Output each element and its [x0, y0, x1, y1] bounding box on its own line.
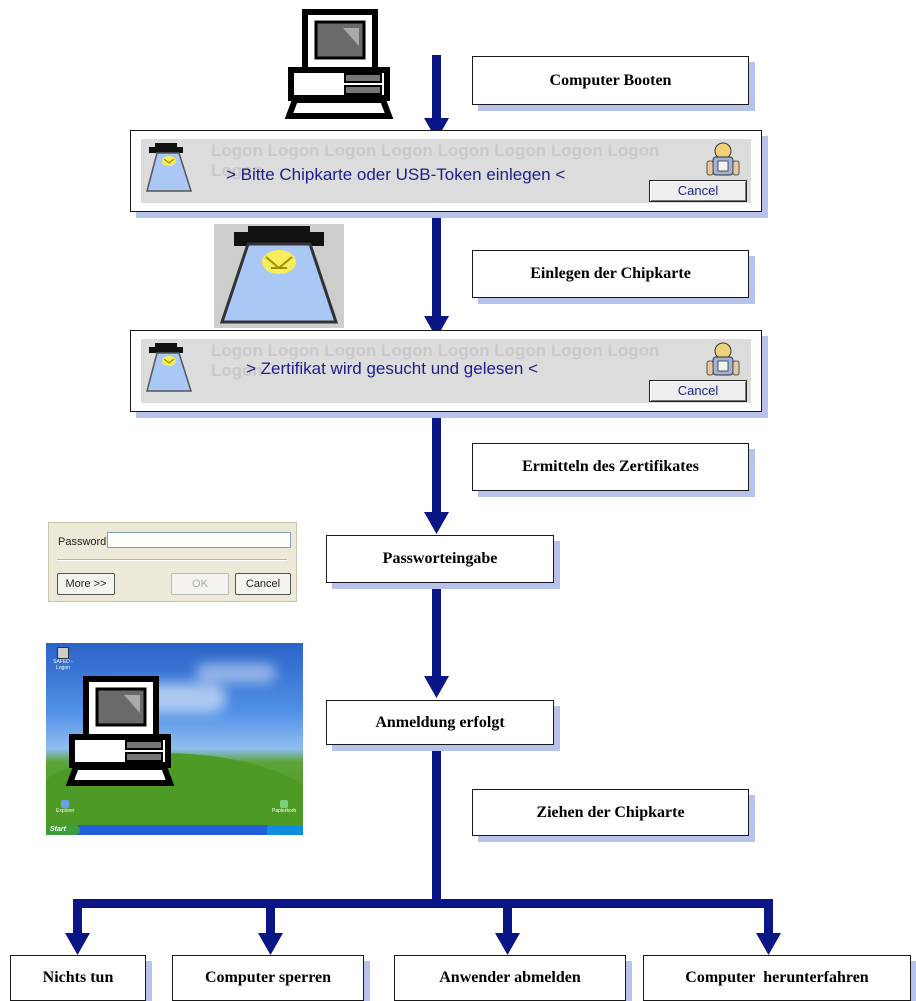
arrowhead-password: [424, 676, 449, 698]
wizard-icon: [706, 142, 740, 176]
flow-line-password: [432, 582, 441, 682]
cloud: [196, 663, 276, 683]
desktop-icon-label: Papierkorb: [272, 808, 297, 814]
cancel-button[interactable]: Cancel: [649, 380, 747, 402]
cancel-button[interactable]: Cancel: [235, 573, 291, 595]
flow-line-boot: [432, 55, 441, 125]
logon-banner-reading: Logon Logon Logon Logon Logon Logon Logo…: [130, 330, 762, 412]
arrowhead-determine: [424, 512, 449, 534]
system-tray: [267, 825, 303, 835]
step-label: Ermitteln des Zertifikates: [522, 458, 699, 475]
ghost-text: Logon Logon Logon Logon Logon Logon Logo…: [211, 141, 660, 180]
recycle-bin-icon[interactable]: Papierkorb: [272, 800, 296, 814]
banner-message: > Zertifikat wird gesucht und gelesen <: [246, 359, 538, 378]
banner-message: > Bitte Chipkarte oder USB-Token einlege…: [226, 165, 566, 184]
ok-button[interactable]: OK: [171, 573, 229, 595]
arrowhead-nichts: [65, 933, 90, 955]
wizard-icon: [706, 342, 740, 376]
flow-line-remove: [432, 743, 441, 907]
chipcard-icon: [146, 143, 193, 192]
arrowhead-sperren: [258, 933, 283, 955]
chipcard-image: [214, 224, 344, 328]
outcome-computer-herunterfahren: Computer herunterfahren: [643, 955, 911, 1001]
outcome-label: Computer herunterfahren: [685, 969, 869, 986]
step-label: Anmeldung erfolgt: [375, 713, 505, 731]
step-ziehen: Ziehen der Chipkarte: [472, 789, 749, 836]
desktop-icon[interactable]: SAFED - Logon: [52, 647, 74, 671]
chipcard-icon: [219, 226, 339, 324]
step-ermitteln: Ermitteln des Zertifikates: [472, 443, 749, 491]
arrowhead-herunterfahren: [756, 933, 781, 955]
step-passworteingabe: Passworteingabe: [326, 535, 554, 583]
outcome-label: Anwender abmelden: [439, 969, 581, 986]
flow-line-determine: [432, 411, 441, 519]
step-anmeldung: Anmeldung erfolgt: [326, 700, 554, 745]
step-einlegen: Einlegen der Chipkarte: [472, 250, 749, 298]
branch-sperren: [266, 899, 275, 939]
desktop-screenshot: SAFED - Logon Explorer Papierkorb Start: [46, 643, 303, 835]
password-field[interactable]: [107, 532, 291, 548]
password-dialog: Password: More >> OK Cancel: [48, 522, 297, 602]
outcome-computer-sperren: Computer sperren: [172, 955, 364, 1001]
logon-banner-insert: Logon Logon Logon Logon Logon Logon Logo…: [130, 130, 762, 212]
step-label: Passworteingabe: [382, 550, 498, 567]
banner-body: Logon Logon Logon Logon Logon Logon Logo…: [141, 339, 751, 403]
branch-bar: [73, 899, 773, 908]
computer-icon: [284, 9, 394, 119]
step-computer-booten: Computer Booten: [472, 56, 749, 105]
taskbar: Start: [46, 825, 303, 835]
password-label: Password:: [58, 536, 110, 548]
chipcard-icon: [146, 343, 193, 392]
arrowhead-boot: [424, 118, 449, 140]
arrowhead-insert: [424, 316, 449, 338]
branch-herunterfahren: [764, 899, 773, 939]
computer-icon: [65, 676, 175, 786]
desktop-icon-label: Explorer: [56, 808, 75, 814]
more-button[interactable]: More >>: [57, 573, 115, 595]
desktop-icon-label: SAFED - Logon: [53, 659, 73, 671]
desktop-icon[interactable]: Explorer: [56, 800, 75, 814]
step-label: Ziehen der Chipkarte: [536, 803, 685, 821]
start-button[interactable]: Start: [46, 825, 80, 835]
arrowhead-abmelden: [495, 933, 520, 955]
flow-line-insert: [432, 212, 441, 324]
outcome-nichts-tun: Nichts tun: [10, 955, 146, 1001]
banner-body: Logon Logon Logon Logon Logon Logon Logo…: [141, 139, 751, 203]
branch-abmelden: [503, 899, 512, 939]
outcome-anwender-abmelden: Anwender abmelden: [394, 955, 626, 1001]
outcome-label: Nichts tun: [42, 969, 114, 986]
ghost-text: Logon Logon Logon Logon Logon Logon Logo…: [211, 341, 660, 380]
divider: [57, 559, 287, 561]
step-label: Computer Booten: [549, 71, 672, 89]
step-label: Einlegen der Chipkarte: [530, 265, 691, 282]
branch-nichts: [73, 899, 82, 939]
cancel-button[interactable]: Cancel: [649, 180, 747, 202]
outcome-label: Computer sperren: [204, 969, 332, 986]
